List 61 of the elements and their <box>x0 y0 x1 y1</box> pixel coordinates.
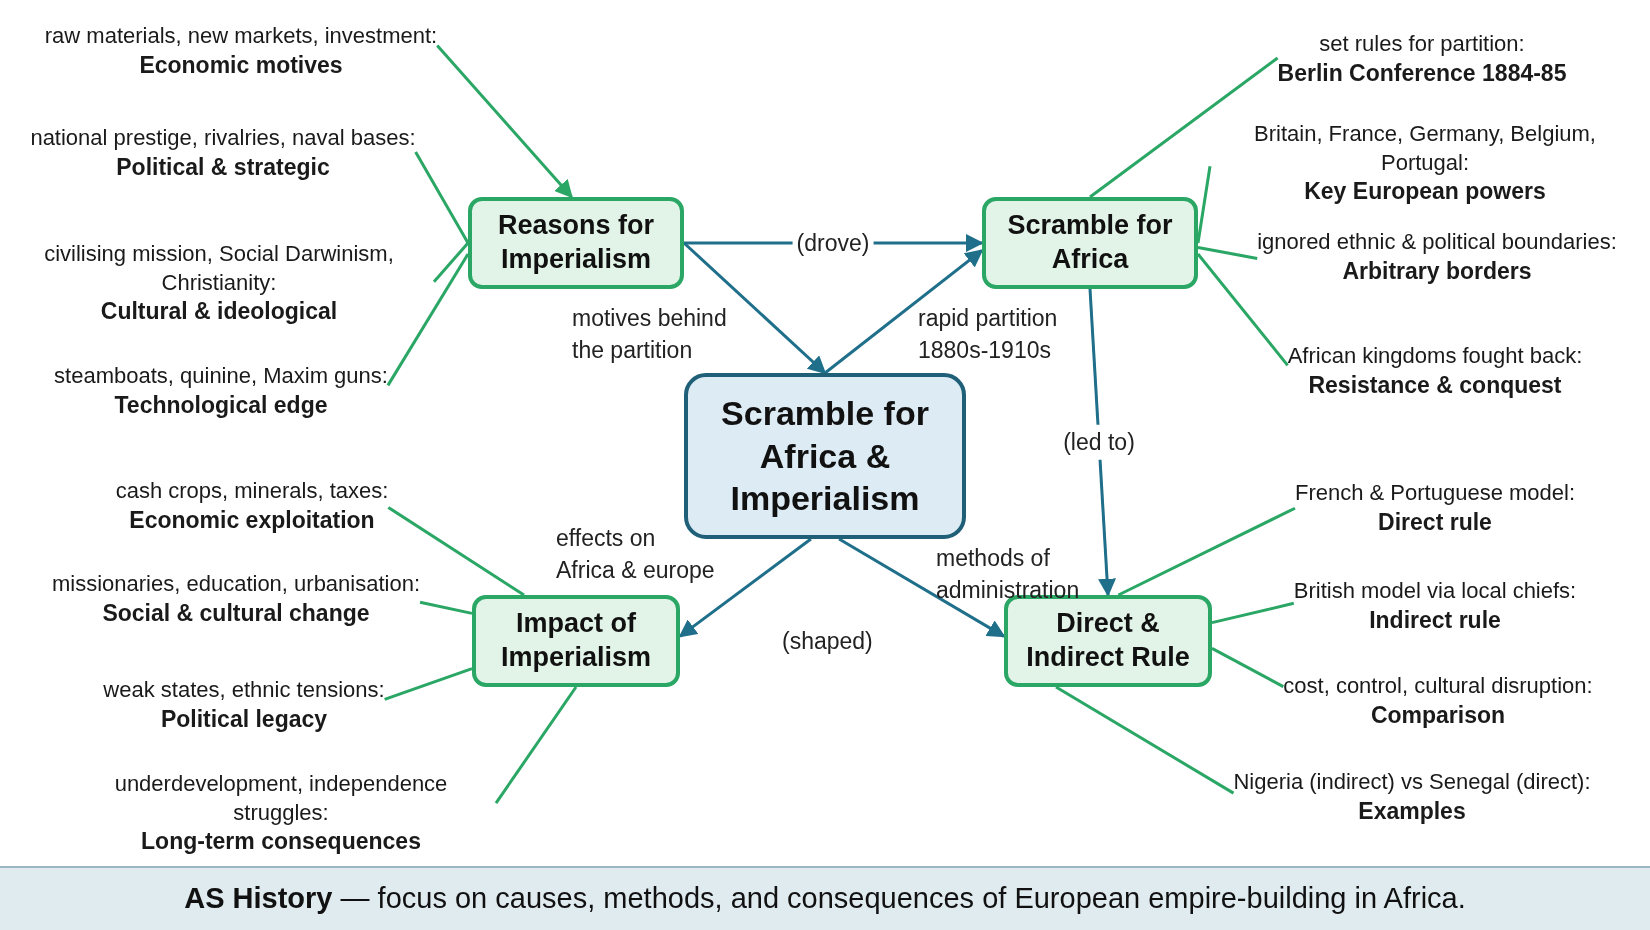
topic-heading: Economic exploitation <box>129 505 375 535</box>
topic-heading: Resistance & conquest <box>1308 370 1562 400</box>
topic-heading: Indirect rule <box>1369 605 1501 635</box>
note-text: civilising mission, Social Darwinism, Christianity: <box>43 240 395 297</box>
topic-heading: Direct rule <box>1378 507 1492 537</box>
note-text: weak states, ethnic tensions: <box>103 676 385 704</box>
note-text: British model via local chiefs: <box>1293 577 1577 605</box>
topic-heading: Political legacy <box>160 704 328 734</box>
topic-heading: Arbitrary borders <box>1342 256 1532 286</box>
topic-box: Impact of Imperialism <box>472 595 680 687</box>
arrow <box>436 44 573 199</box>
connector-line <box>419 600 473 615</box>
topic-heading: Long-term consequences <box>141 827 421 857</box>
note-text: underdevelopment, independence struggles: <box>113 770 449 827</box>
central-topic-box: Scramble for Africa & Imperialism <box>684 373 966 539</box>
connector-line <box>1211 647 1285 688</box>
note-text: set rules for partition: <box>1319 30 1525 58</box>
edge-label: motives behind the partition <box>572 304 728 366</box>
connector-line <box>1055 685 1235 795</box>
connector-line <box>1089 56 1279 199</box>
connector-line <box>1196 165 1212 244</box>
note-text: ignored ethnic & political boundaries: <box>1257 228 1617 256</box>
connector-line <box>386 253 470 387</box>
note-text: cost, control, cultural disruption: <box>1283 672 1593 700</box>
arrow <box>838 537 1006 638</box>
note-text: missionaries, education, urbanisation: <box>51 570 421 598</box>
note-text: Nigeria (indirect) vs Senegal (direct): <box>1233 768 1591 796</box>
connector-line <box>1117 506 1296 597</box>
note-text: cash crops, minerals, taxes: <box>115 477 389 505</box>
note-text: national prestige, rivalries, naval bases: <box>30 124 416 152</box>
connector-line <box>387 506 525 597</box>
note-text: African kingdoms fought back: <box>1287 342 1583 370</box>
topic-heading: Key European powers <box>1304 177 1546 207</box>
topic-box: Reasons for Imperialism <box>468 197 684 289</box>
connector-line <box>384 667 473 701</box>
connector-line <box>414 151 470 244</box>
edge-label: rapid partition 1880s-1910s <box>918 304 1059 366</box>
arrow <box>678 537 812 638</box>
topic-heading: Technological edge <box>114 390 328 420</box>
caption-text: AS History — focus on causes, methods, and consequences of European empire-building in Africa. <box>184 881 1466 917</box>
topic-heading: Political & strategic <box>116 152 330 182</box>
topic-heading: Examples <box>1358 796 1466 826</box>
topic-heading: Social & cultural change <box>102 598 370 628</box>
topic-heading: Berlin Conference 1884-85 <box>1277 58 1567 88</box>
note-text: steamboats, quinine, Maxim guns: <box>54 362 388 390</box>
arrow <box>683 241 827 375</box>
connector-line <box>494 686 578 804</box>
note-text: raw materials, new markets, investment: <box>44 22 438 50</box>
arrow <box>1088 288 1117 597</box>
arrow <box>824 249 984 375</box>
connector-line <box>1197 246 1258 260</box>
relation-label: (shaped) <box>782 627 873 656</box>
note-text: French & Portuguese model: <box>1295 479 1575 507</box>
topic-box: Scramble for Africa <box>982 197 1198 289</box>
connector-line <box>432 242 470 283</box>
topic-heading: Comparison <box>1370 700 1506 730</box>
note-text: Britain, France, Germany, Belgium, Portugal: <box>1253 120 1597 177</box>
topic-heading: Cultural & ideological <box>100 297 338 327</box>
connector-line <box>1196 253 1289 367</box>
connector-line <box>1211 601 1295 625</box>
topic-heading: Economic motives <box>139 50 343 80</box>
